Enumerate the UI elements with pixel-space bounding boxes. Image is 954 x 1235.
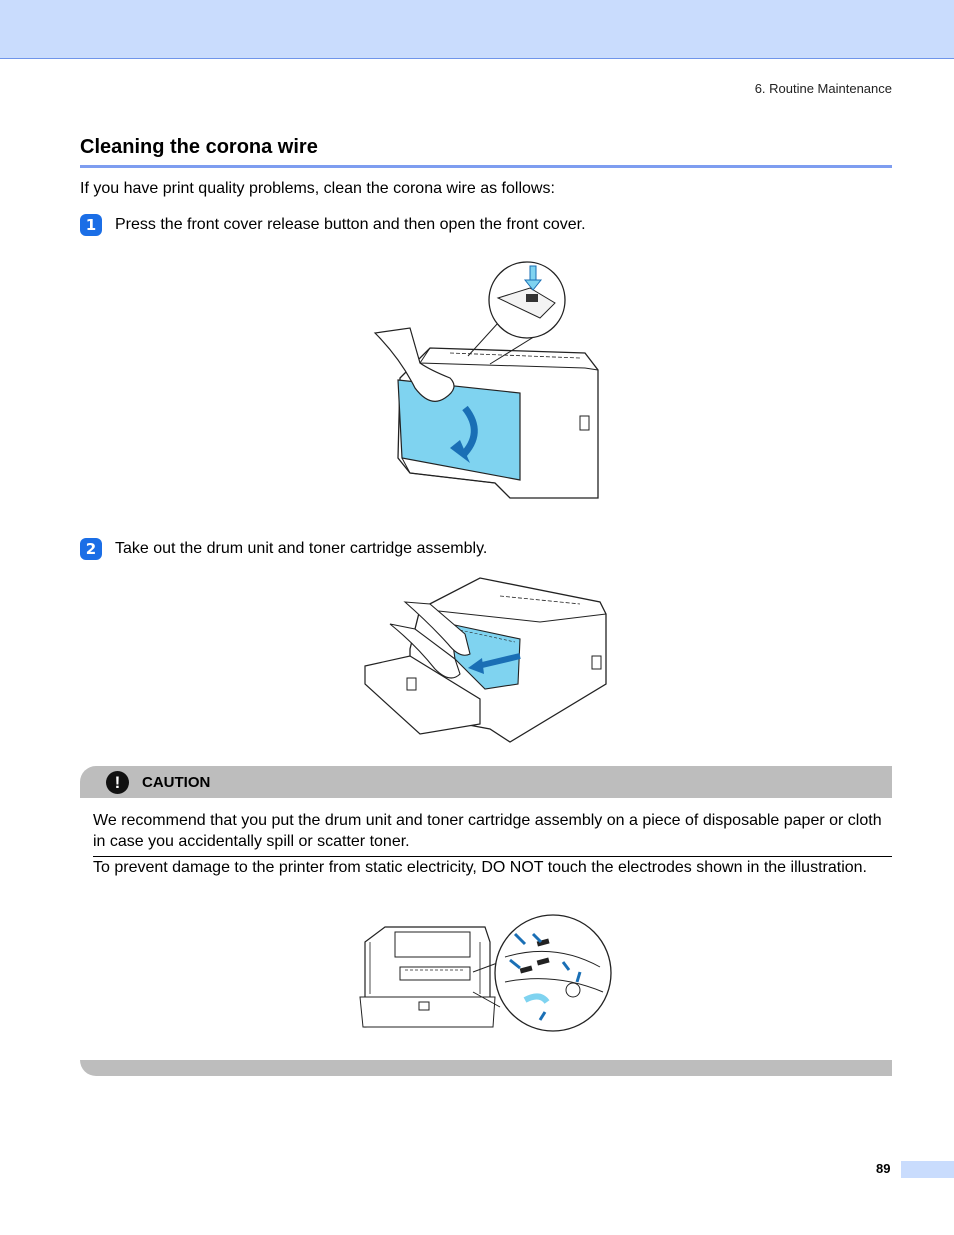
caution-label: CAUTION <box>142 774 211 791</box>
front-cover-illustration <box>373 261 599 499</box>
step-2: 2 Take out the drum unit and toner cartr… <box>80 538 487 560</box>
caution-paragraph-1: We recommend that you put the drum unit … <box>93 812 882 850</box>
step-2-text: Take out the drum unit and toner cartrid… <box>115 540 488 557</box>
running-header: 6. Routine Maintenance <box>754 81 892 96</box>
step-1-text: Press the front cover release button and… <box>115 216 586 233</box>
electrodes-illustration <box>359 914 612 1032</box>
intro-text: If you have print quality problems, clea… <box>80 180 555 197</box>
caution-header-bar: ! CAUTION <box>80 766 892 798</box>
drum-unit-removal-illustration <box>364 577 607 743</box>
caution-footer-bar <box>80 1060 892 1076</box>
header-band <box>0 0 954 59</box>
step-1: 1 Press the front cover release button a… <box>80 214 586 236</box>
caution-paragraph-2: To prevent damage to the printer from st… <box>93 859 867 876</box>
caution-divider <box>93 856 892 857</box>
title-rule <box>80 165 892 168</box>
step-2-badge-icon: 2 <box>80 538 102 560</box>
step-1-badge-icon: 1 <box>80 214 102 236</box>
page-number: 89 <box>876 1161 891 1176</box>
page-tab <box>901 1161 954 1178</box>
section-title: Cleaning the corona wire <box>80 136 318 158</box>
exclamation-circle-icon: ! <box>106 771 129 794</box>
